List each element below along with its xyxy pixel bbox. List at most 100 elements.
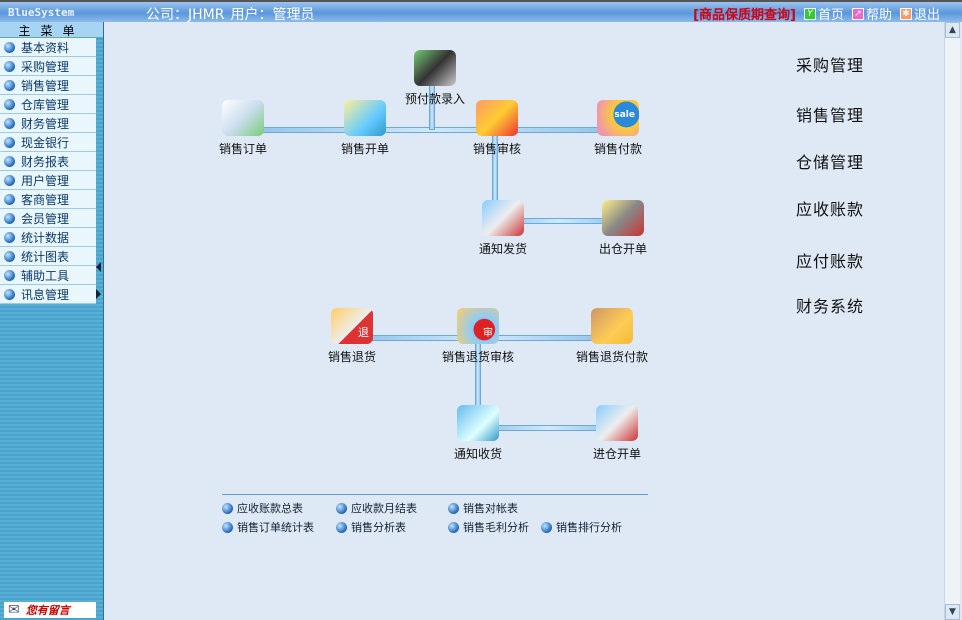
home-label: 首页 — [817, 8, 844, 23]
report-link[interactable]: 销售毛利分析 — [448, 519, 529, 535]
flow-sales-invoice[interactable]: 销售开单 — [310, 100, 420, 157]
bullet-icon — [222, 521, 233, 533]
help-link[interactable]: ↗帮助 — [851, 4, 892, 23]
report-link[interactable]: 销售分析表 — [336, 519, 406, 535]
sidebar-item-label: 讯息管理 — [21, 287, 70, 302]
report-link[interactable]: 应收账款总表 — [222, 500, 303, 516]
lock-icon — [476, 100, 518, 136]
sidebar-item[interactable]: 采购管理 — [0, 57, 96, 76]
help-icon: ↗ — [851, 7, 864, 20]
bullet-icon — [4, 193, 15, 205]
sidebar-item[interactable]: 统计数据 — [0, 228, 96, 247]
bullet-icon — [336, 521, 347, 533]
report-link[interactable]: 销售对帐表 — [448, 500, 518, 516]
flow-ship-notice[interactable]: 通知发货 — [448, 200, 558, 257]
bullet-icon — [4, 174, 15, 186]
report-label: 销售对帐表 — [463, 502, 518, 515]
sidebar-item[interactable]: 辅助工具 — [0, 266, 96, 285]
menu-title: 主菜单 — [0, 22, 103, 38]
sidebar-item-label: 客商管理 — [21, 192, 70, 207]
scroll-up-button[interactable]: ▲ — [945, 22, 960, 38]
printer-icon — [482, 200, 524, 236]
flow-label: 销售订单 — [218, 142, 267, 156]
sidebar-item[interactable]: 用户管理 — [0, 171, 96, 190]
logout-link[interactable]: ✱退出 — [899, 4, 940, 23]
divider — [222, 494, 648, 495]
module-warehouse[interactable]: 仓储管理 — [796, 153, 865, 172]
home-icon: Y — [803, 7, 816, 20]
flow-outbound[interactable]: 出仓开单 — [568, 200, 678, 257]
flow-return-audit[interactable]: 审销售退货审核 — [423, 308, 533, 365]
vertical-scrollbar[interactable]: ▲ ▼ — [944, 22, 960, 620]
sidebar-item[interactable]: 仓库管理 — [0, 95, 96, 114]
collapse-arrow-icon[interactable] — [96, 262, 101, 272]
flow-inbound[interactable]: 进仓开单 — [562, 405, 672, 462]
sidebar-item[interactable]: 现金银行 — [0, 133, 96, 152]
sidebar-item[interactable]: 会员管理 — [0, 209, 96, 228]
report-label: 销售排行分析 — [556, 521, 622, 534]
sidebar-item[interactable]: 客商管理 — [0, 190, 96, 209]
flow-sales-order[interactable]: 销售订单 — [188, 100, 298, 157]
report-link[interactable]: 销售订单统计表 — [222, 519, 314, 535]
bullet-icon — [222, 502, 233, 514]
sidebar-item-label: 统计图表 — [21, 249, 70, 264]
flow-label: 通知收货 — [453, 447, 502, 461]
sidebar-item[interactable]: 基本资料 — [0, 38, 96, 57]
bullet-icon — [448, 502, 459, 514]
warranty-query-link[interactable]: [商品保质期查询] — [693, 8, 796, 23]
sidebar-item-label: 用户管理 — [21, 173, 70, 188]
bullet-icon — [4, 60, 15, 72]
inbound-icon — [596, 405, 638, 441]
sidebar-item-label: 销售管理 — [21, 78, 70, 93]
flow-sales-return[interactable]: 退销售退货 — [297, 308, 407, 365]
sidebar-item[interactable]: 销售管理 — [0, 76, 96, 95]
flow-return-payment[interactable]: 销售退货付款 — [557, 308, 667, 365]
expand-arrow-icon[interactable] — [96, 289, 101, 299]
report-label: 销售分析表 — [351, 521, 406, 534]
messages-button[interactable]: ✉ 您有留言 — [4, 602, 96, 618]
bullet-icon — [4, 155, 15, 167]
module-payables[interactable]: 应付账款 — [796, 252, 865, 271]
sidebar-item-label: 财务管理 — [21, 116, 70, 131]
receive-icon — [457, 405, 499, 441]
outbound-icon — [602, 200, 644, 236]
bullet-icon — [4, 41, 15, 53]
module-finance[interactable]: 财务系统 — [796, 297, 865, 316]
sidebar-item[interactable]: 讯息管理 — [0, 285, 96, 304]
sidebar-item[interactable]: 财务管理 — [0, 114, 96, 133]
sidebar-item[interactable]: 统计图表 — [0, 247, 96, 266]
module-receivables[interactable]: 应收账款 — [796, 200, 865, 219]
help-label: 帮助 — [865, 8, 892, 23]
bullet-icon — [4, 79, 15, 91]
report-link[interactable]: 应收款月结表 — [336, 500, 417, 516]
computer-icon — [414, 50, 456, 86]
sale-coins-icon: sale — [597, 100, 639, 136]
bullet-icon — [541, 521, 552, 533]
report-label: 销售订单统计表 — [237, 521, 314, 534]
envelope-icon: ✉ — [8, 602, 20, 618]
flow-sales-payment[interactable]: sale 销售付款 — [563, 100, 673, 157]
module-sales[interactable]: 销售管理 — [796, 106, 865, 125]
flow-label: 销售付款 — [593, 142, 642, 156]
flow-label: 出仓开单 — [598, 242, 647, 256]
bullet-icon — [4, 269, 15, 281]
flow-label: 销售退货审核 — [441, 350, 514, 364]
scroll-down-button[interactable]: ▼ — [945, 604, 960, 620]
bullet-icon — [4, 98, 15, 110]
invoice-icon — [344, 100, 386, 136]
module-purchase[interactable]: 采购管理 — [796, 56, 865, 75]
sidebar: 主菜单 基本资料采购管理销售管理仓库管理财务管理现金银行财务报表用户管理客商管理… — [0, 22, 104, 620]
bullet-icon — [4, 136, 15, 148]
sidebar-item-label: 采购管理 — [21, 59, 70, 74]
bullet-icon — [4, 250, 15, 262]
logout-icon: ✱ — [899, 7, 912, 20]
messages-label: 您有留言 — [25, 604, 70, 617]
flow-sales-audit[interactable]: 销售审核 — [442, 100, 552, 157]
flow-prepayment[interactable]: 预付款录入 — [380, 50, 490, 107]
flow-receive-notice[interactable]: 通知收货 — [423, 405, 533, 462]
report-link[interactable]: 销售排行分析 — [541, 519, 622, 535]
flow-label: 销售审核 — [472, 142, 521, 156]
sidebar-item[interactable]: 财务报表 — [0, 152, 96, 171]
